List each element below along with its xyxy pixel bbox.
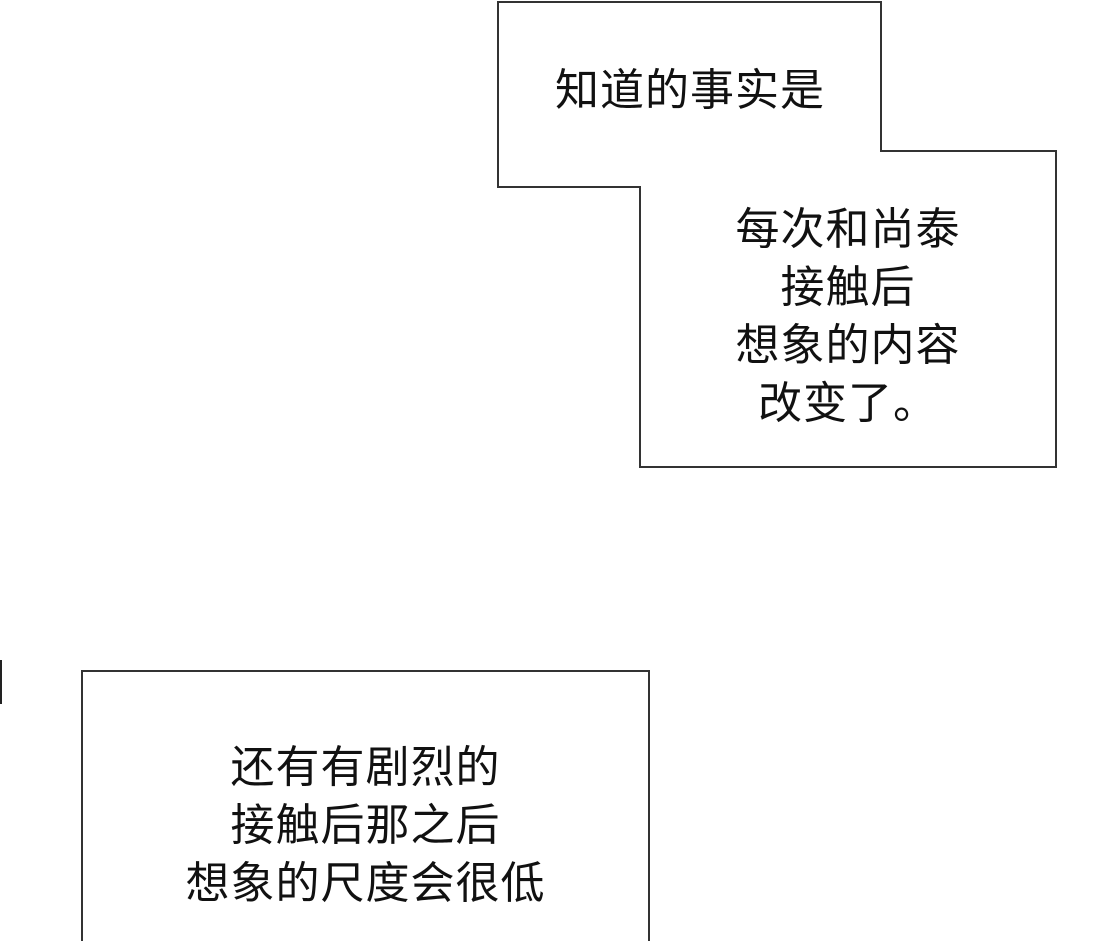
caption-bottom: 还有有剧烈的 接触后那之后 想象的尺度会很低 <box>82 739 649 913</box>
caption-line: 接触后那之后 <box>230 800 501 851</box>
caption-top-first: 知道的事实是 <box>498 62 882 120</box>
caption-line: 改变了。 <box>758 378 938 429</box>
edge-mark <box>0 660 2 704</box>
caption-line: 知道的事实是 <box>555 65 825 116</box>
caption-line: 接触后 <box>780 262 916 313</box>
caption-line: 想象的内容 <box>735 320 961 371</box>
bottom-caption-box <box>81 670 650 941</box>
caption-line: 每次和尚泰 <box>735 204 961 255</box>
caption-top-second: 每次和尚泰 接触后 想象的内容 改变了。 <box>640 201 1056 433</box>
caption-line: 还有有剧烈的 <box>230 742 501 793</box>
caption-line: 想象的尺度会很低 <box>185 858 546 909</box>
top-caption-box <box>497 1 1057 468</box>
